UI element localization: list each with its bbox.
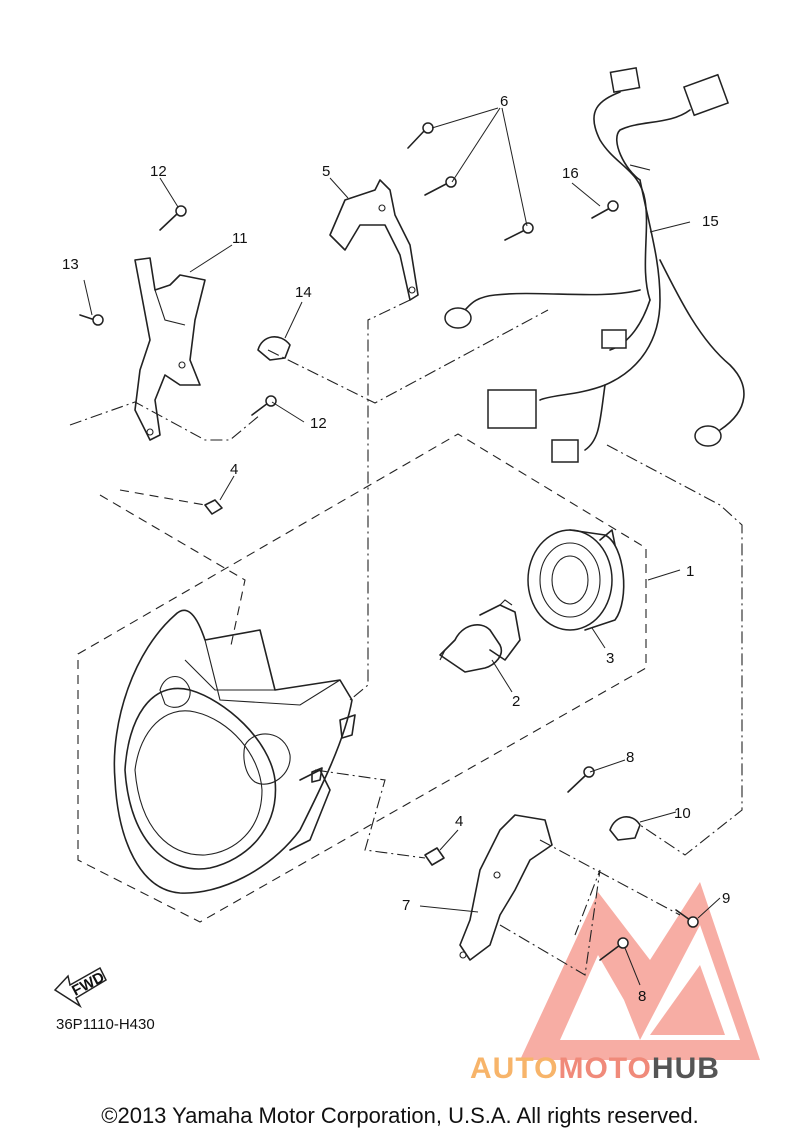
diagram-code: 36P1110-H430 bbox=[56, 1016, 155, 1033]
bracket-left bbox=[134, 257, 206, 441]
callout-14: 14 bbox=[295, 284, 312, 301]
fwd-label: FWD bbox=[69, 969, 107, 1000]
clamp-14 bbox=[257, 336, 291, 361]
callout-8-upper: 8 bbox=[626, 749, 634, 766]
watermark-text: AUTOMOTOHUB bbox=[470, 1052, 720, 1086]
callout-3: 3 bbox=[606, 650, 614, 667]
callout-9: 9 bbox=[722, 890, 730, 907]
nut-4-lower bbox=[424, 847, 445, 866]
callout-12-upper: 12 bbox=[150, 163, 167, 180]
callout-5: 5 bbox=[322, 163, 330, 180]
bolt-6-b bbox=[424, 176, 457, 196]
bolt-8-a bbox=[567, 766, 595, 793]
bolt-16 bbox=[591, 200, 619, 219]
bolt-12-b bbox=[251, 395, 277, 416]
leader-lines bbox=[83, 107, 721, 986]
callout-15: 15 bbox=[702, 213, 719, 230]
headlight-assembly-outline bbox=[77, 433, 647, 923]
watermark-part-3: HUB bbox=[651, 1052, 720, 1085]
fwd-arrow-icon: FWD bbox=[53, 966, 107, 1009]
clamp-10 bbox=[609, 816, 641, 841]
bolt-12-a bbox=[159, 205, 187, 231]
wire-harness bbox=[444, 67, 745, 463]
bolt-6-c bbox=[504, 222, 534, 241]
watermark-part-1: AUTO bbox=[470, 1052, 559, 1085]
callout-12-lower: 12 bbox=[310, 415, 327, 432]
bracket-right bbox=[459, 814, 553, 961]
watermark-part-2: MOTO bbox=[558, 1052, 652, 1085]
bolt-13 bbox=[79, 314, 104, 326]
callout-4-lower: 4 bbox=[455, 813, 463, 830]
nut-4-upper bbox=[204, 499, 223, 515]
callout-6: 6 bbox=[500, 93, 508, 110]
bolt-9 bbox=[675, 909, 699, 928]
callout-1: 1 bbox=[686, 563, 694, 580]
callout-7: 7 bbox=[402, 897, 410, 914]
bulb-cover bbox=[527, 529, 625, 631]
callout-4-upper: 4 bbox=[230, 461, 238, 478]
headlight-bulb bbox=[439, 599, 521, 673]
bolt-8-b bbox=[599, 937, 629, 961]
callout-16: 16 bbox=[562, 165, 579, 182]
callout-2: 2 bbox=[512, 693, 520, 710]
headlight-stay bbox=[329, 179, 419, 301]
copyright-notice: ©2013 Yamaha Motor Corporation, U.S.A. A… bbox=[101, 1103, 699, 1128]
headlight-housing bbox=[113, 609, 356, 894]
callout-11: 11 bbox=[232, 230, 248, 247]
watermark-logo bbox=[520, 882, 760, 1060]
callout-13: 13 bbox=[62, 256, 79, 273]
callout-8-lower: 8 bbox=[638, 988, 646, 1005]
bolt-6-a bbox=[407, 122, 434, 149]
callout-10: 10 bbox=[674, 805, 691, 822]
